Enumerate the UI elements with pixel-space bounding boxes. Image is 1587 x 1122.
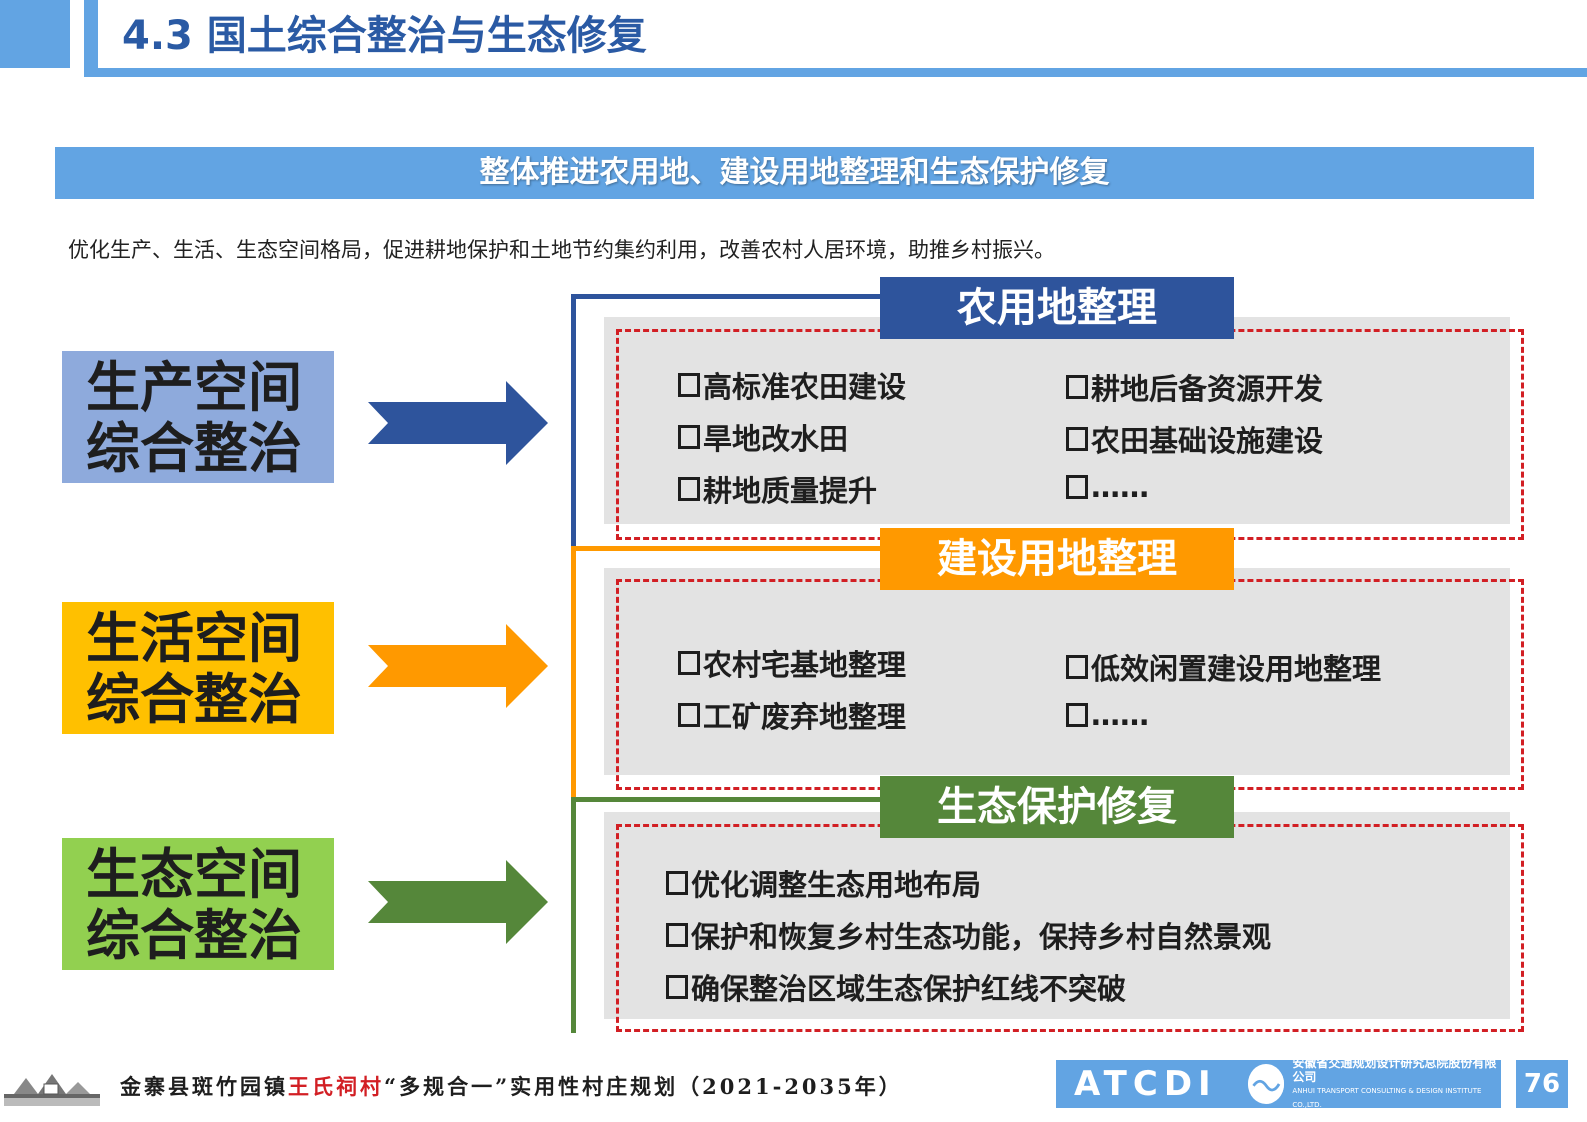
ecological-space-line2: 综合整治	[86, 904, 302, 967]
list-item: 高标准农田建设	[678, 364, 906, 406]
ecological-space-line1: 生态空间	[86, 843, 302, 906]
agri-label: 农用地整理	[880, 277, 1234, 339]
company-name: 安徽省交通规划设计研究总院股份有限公司 ANHUI TRANSPORT CONS…	[1292, 1056, 1497, 1109]
checkbox-square-icon	[678, 477, 700, 501]
list-item: 农田基础设施建设	[1066, 418, 1323, 460]
eco-label: 生态保护修复	[880, 776, 1234, 838]
checkbox-square-icon	[1066, 375, 1088, 399]
page-title: 4.3 国土综合整治与生态修复	[122, 13, 647, 59]
eco-panel	[604, 812, 1510, 1019]
checkbox-square-icon	[1066, 427, 1088, 451]
arrow-right-icon	[368, 860, 548, 944]
checkbox-square-icon	[678, 373, 700, 397]
checkbox-square-icon	[666, 975, 688, 999]
checkbox-square-icon	[666, 923, 688, 947]
bracket-line-agri	[571, 294, 576, 546]
arrow-right-icon	[368, 381, 548, 465]
bracket-top-agri	[571, 294, 881, 299]
checkbox-square-icon	[666, 871, 688, 895]
footer-plan-title: 金寨县斑竹园镇王氏祠村“多规合一”实用性村庄规划（2021-2035年）	[120, 1074, 903, 1099]
bracket-line-construct	[571, 546, 576, 798]
checkbox-square-icon	[678, 651, 700, 675]
header-underline	[84, 68, 1587, 77]
list-item: 低效闲置建设用地整理	[1066, 646, 1381, 688]
production-space-box: 生产空间 综合整治	[62, 351, 334, 483]
arrow-right-icon	[368, 624, 548, 708]
list-item: 耕地后备资源开发	[1066, 366, 1323, 408]
list-item: 农村宅基地整理	[678, 642, 906, 684]
bracket-line-eco	[571, 797, 576, 1033]
checkbox-square-icon	[1066, 475, 1088, 499]
section-banner: 整体推进农用地、建设用地整理和生态保护修复	[55, 147, 1534, 199]
production-space-line1: 生产空间	[86, 356, 302, 419]
header-accent-bar-2	[84, 0, 98, 68]
footer-village-name: 王氏祠村	[288, 1074, 384, 1099]
living-space-line1: 生活空间	[86, 607, 302, 670]
ecological-space-box: 生态空间 综合整治	[62, 838, 334, 970]
living-space-line2: 综合整治	[86, 668, 302, 731]
company-logo-bar: ATCDI 安徽省交通规划设计研究总院股份有限公司 ANHUI TRANSPOR…	[1056, 1056, 1501, 1109]
construct-panel	[604, 568, 1510, 775]
list-item: ……	[1066, 470, 1149, 504]
list-item: ……	[1066, 698, 1149, 732]
wave-logo-icon	[1247, 1064, 1285, 1104]
list-item: 优化调整生态用地布局	[666, 862, 981, 904]
list-item: 保护和恢复乡村生态功能，保持乡村自然景观	[666, 914, 1271, 956]
page-number: 76	[1516, 1060, 1568, 1108]
production-space-line2: 综合整治	[86, 417, 302, 480]
living-space-box: 生活空间 综合整治	[62, 602, 334, 734]
checkbox-square-icon	[1066, 703, 1088, 727]
construct-label: 建设用地整理	[880, 528, 1234, 590]
list-item: 耕地质量提升	[678, 468, 877, 510]
bracket-top-eco	[571, 797, 881, 802]
village-sketch-icon	[4, 1074, 100, 1106]
intro-text: 优化生产、生活、生态空间格局，促进耕地保护和土地节约集约利用，改善农村人居环境，…	[68, 238, 1055, 262]
list-item: 工矿废弃地整理	[678, 694, 906, 736]
header-accent-bar	[0, 0, 70, 68]
bracket-top-construct	[571, 546, 881, 551]
agri-panel	[604, 317, 1510, 524]
atcdi-logo: ATCDI	[1074, 1064, 1217, 1104]
list-item: 确保整治区域生态保护红线不突破	[666, 966, 1126, 1008]
checkbox-square-icon	[678, 703, 700, 727]
checkbox-square-icon	[678, 425, 700, 449]
list-item: 旱地改水田	[678, 416, 848, 458]
checkbox-square-icon	[1066, 655, 1088, 679]
